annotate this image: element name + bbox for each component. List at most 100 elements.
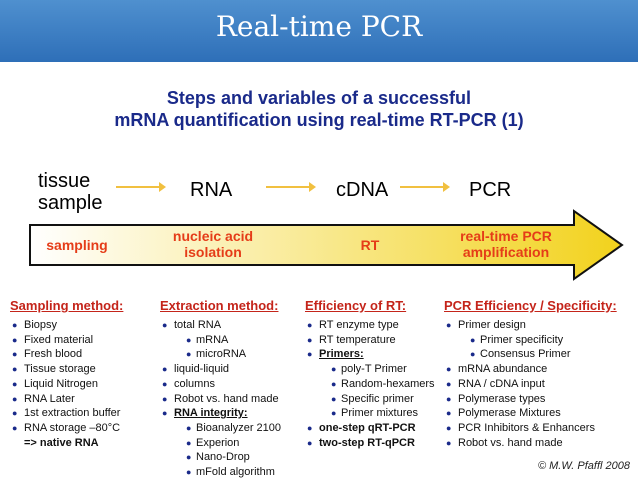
list-item: ●RT temperature <box>305 333 435 348</box>
list-item: ●Robot vs. hand made <box>444 436 617 451</box>
bullet-icon: ● <box>470 349 476 360</box>
list-item-text: RNA integrity: <box>174 407 248 420</box>
bullet-icon: ● <box>12 334 18 345</box>
list-item: ●poly-T Primer <box>305 362 435 377</box>
list-item: ● Consensus Primer <box>444 347 617 362</box>
bullet-icon: ● <box>446 320 452 330</box>
subtitle-line-2: mRNA quantification using real-time RT-P… <box>114 110 524 130</box>
list-item: ● Polymerase Mixtures <box>444 406 617 421</box>
bullet-icon: ● <box>186 422 192 433</box>
list-item-text: total RNA <box>174 319 222 331</box>
band-label-isolation-line2: isolation <box>184 244 242 260</box>
column-rt-efficiency: Efficiency of RT: ●RT enzyme type●RT tem… <box>305 298 435 450</box>
bullet-icon: ● <box>162 320 168 330</box>
list-item-text: RT temperature <box>319 333 396 346</box>
list-item-text: columns <box>174 377 215 390</box>
list-item: ●liquid-liquid <box>160 362 281 377</box>
list-item: => native RNA <box>10 436 123 451</box>
bullet-icon: ● <box>331 364 337 375</box>
bullet-icon: ● <box>446 437 452 448</box>
list-item-text: Fresh blood <box>24 348 83 361</box>
list-item-text: liquid-liquid <box>174 363 230 376</box>
bullet-icon: ● <box>162 408 168 419</box>
list-item-text: Experion <box>196 436 240 449</box>
bullet-icon: ● <box>307 349 313 360</box>
list-item: ●Random-hexamers <box>305 377 435 392</box>
column-pcr-heading: PCR Efficiency / Specificity: <box>444 298 617 313</box>
list-item-text: mFold algorithm <box>196 466 275 479</box>
column-pcr-efficiency: PCR Efficiency / Specificity: ● Primer de… <box>444 298 617 450</box>
bullet-icon: ● <box>12 393 18 404</box>
slide-title: Real-time PCR <box>215 10 423 43</box>
column-sampling-heading: Sampling method: <box>10 298 124 313</box>
list-item: ●mFold algorithm <box>160 465 281 480</box>
list-item: ●RT enzyme type <box>305 318 435 333</box>
list-item: ●Tissue storage <box>10 362 123 377</box>
bullet-icon: ● <box>186 452 192 463</box>
list-item-text: Specific primer <box>341 392 414 405</box>
list-item: ●Biopsy <box>10 318 123 333</box>
column-rt-heading: Efficiency of RT: <box>305 298 407 313</box>
list-item-text: 1st extraction buffer <box>24 407 121 420</box>
list-item: ● RNA Later <box>10 392 123 407</box>
list-item: ● Liquid Nitrogen <box>10 377 123 392</box>
list-item: ●Robot vs. hand made <box>160 392 281 407</box>
band-label-amplification-line2: amplification <box>462 244 550 260</box>
stage-tissue-line2: sample <box>38 192 103 214</box>
bullet-icon: ● <box>12 378 18 389</box>
list-item-text: Bioanalyzer 2100 <box>196 421 282 434</box>
list-item: ●RNA storage –80°C <box>10 421 123 436</box>
list-item-text: Polymerase types <box>458 392 546 405</box>
column-rt-list: ●RT enzyme type●RT temperature●Primers:●… <box>305 318 435 450</box>
band-label-rt: RT <box>340 237 400 253</box>
bullet-icon: ● <box>186 349 192 360</box>
header-bar: Real-time PCR <box>0 0 638 62</box>
list-item-text: PCR Inhibitors & Enhancers <box>458 421 595 434</box>
list-item-text: one-step qRT-PCR <box>319 421 416 434</box>
band-label-amplification: real-time PCR amplification <box>440 228 572 260</box>
list-item: ●one-step qRT-PCR <box>305 421 435 436</box>
bullet-icon: ● <box>446 364 452 375</box>
bullet-icon: ● <box>12 320 18 330</box>
list-item-text: Primer mixtures <box>341 407 419 420</box>
bullet-icon: ● <box>162 378 168 389</box>
list-item: ● Polymerase types <box>444 392 617 407</box>
list-item-text: Primers: <box>319 348 364 361</box>
list-item: ●Fresh blood <box>10 347 123 362</box>
column-extraction: Extraction method: ●total RNA●mRNA●micro… <box>160 298 281 480</box>
stage-pcr: PCR <box>469 179 512 201</box>
list-item: ●two-step RT-qPCR <box>305 436 435 451</box>
column-extraction-list: ●total RNA●mRNA●microRNA●liquid-liquid●c… <box>160 318 281 480</box>
column-sampling-list: ●Biopsy●Fixed material●Fresh blood●Tissu… <box>10 318 123 450</box>
bullet-icon: ● <box>446 393 452 404</box>
bullet-icon: ● <box>446 378 452 389</box>
bullet-icon: ● <box>186 334 192 345</box>
list-item: ● Primer design <box>444 318 617 333</box>
list-item: ●mRNA <box>160 333 281 348</box>
bullet-icon: ● <box>307 320 313 330</box>
bullet-icon: ● <box>446 408 452 419</box>
bullet-icon: ● <box>12 422 18 433</box>
process-arrow-shape <box>29 209 624 281</box>
process-arrow <box>29 209 624 281</box>
column-pcr-list: ●Primer design●Primer specificity●Consen… <box>444 318 617 450</box>
list-item: ●Primer mixtures <box>305 406 435 421</box>
stage-arrow-2 <box>266 182 316 192</box>
list-item: ●Experion <box>160 436 281 451</box>
stage-arrow-1 <box>116 182 166 192</box>
list-item-text: Consensus Primer <box>480 348 571 361</box>
stage-tissue-line1: tissue <box>38 170 91 192</box>
list-item: ● Primers: <box>305 347 435 362</box>
band-label-isolation: nucleic acid isolation <box>148 228 278 260</box>
list-item-text: microRNA <box>196 348 247 361</box>
list-item: ●Specific primer <box>305 392 435 407</box>
list-item-text: Liquid Nitrogen <box>24 377 98 390</box>
column-sampling: Sampling method: ●Biopsy●Fixed material●… <box>10 298 123 450</box>
stage-cdna: cDNA <box>336 179 389 201</box>
bullet-icon: ● <box>162 393 168 404</box>
list-item: ●RNA / cDNA input <box>444 377 617 392</box>
list-item: ● Bioanalyzer 2100 <box>160 421 281 436</box>
list-item-text: Polymerase Mixtures <box>458 407 561 420</box>
list-item-text: RNA Later <box>24 392 75 405</box>
list-item-text: Primer design <box>458 319 526 331</box>
